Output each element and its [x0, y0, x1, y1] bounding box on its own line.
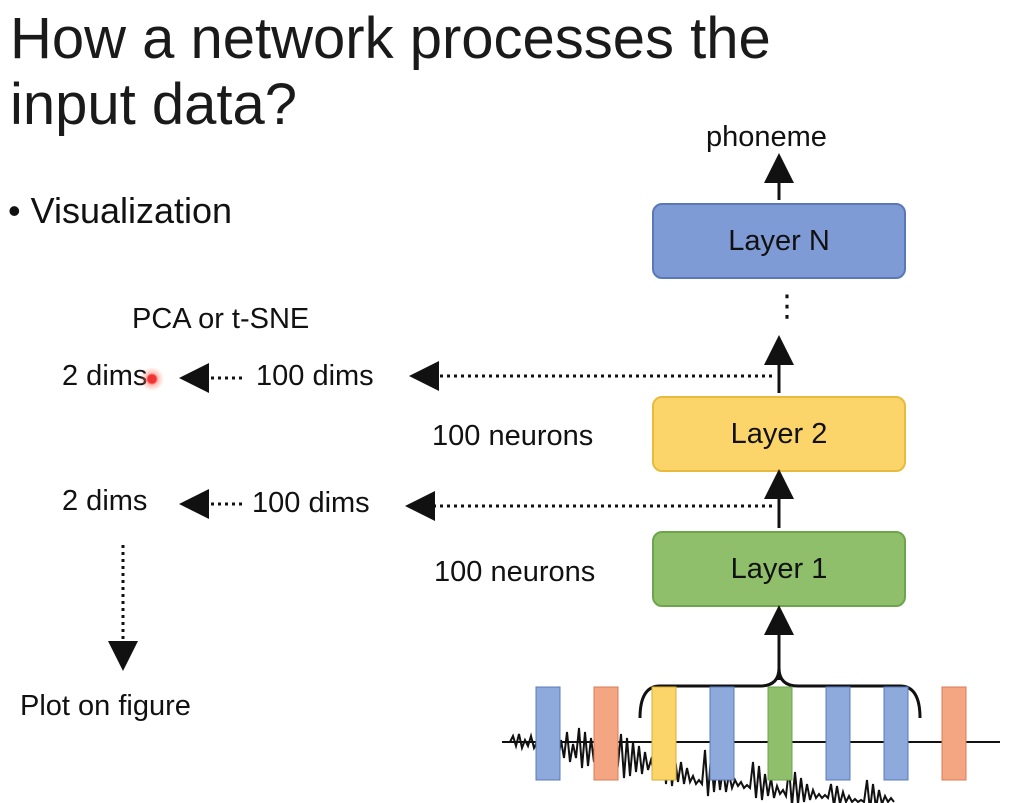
frame-5 [767, 686, 793, 781]
layer-2-box: Layer 2 [652, 396, 906, 472]
high-dims-label-bottom: 100 dims [252, 487, 370, 519]
low-dims-label-top: 2 dims [62, 360, 148, 392]
layer-n-box: Layer N [652, 203, 906, 279]
layer-1-box: Layer 1 [652, 531, 906, 607]
audio-waveform [502, 727, 1000, 803]
low-dims-label-bottom: 2 dims [62, 485, 148, 517]
frame-8 [941, 686, 967, 781]
input-brace [638, 667, 922, 719]
bullet-label: Visualization [30, 190, 233, 231]
input-frames [535, 686, 967, 781]
frame-7 [883, 686, 909, 781]
output-label: phoneme [706, 121, 827, 153]
bullet-item: • Visualization [8, 190, 233, 231]
layer-2-label: Layer 2 [730, 417, 828, 450]
layer-n-label: Layer N [728, 224, 830, 257]
page-title: How a network processes the input data? [10, 6, 771, 137]
layer-2-neurons-label: 100 neurons [432, 420, 594, 452]
laser-pointer [140, 367, 164, 391]
high-dims-label-top: 100 dims [256, 360, 374, 392]
plot-label: Plot on figure [20, 690, 191, 722]
frame-6 [825, 686, 851, 781]
frame-2 [593, 686, 619, 781]
ellipsis-icon: ⋮ [772, 290, 802, 323]
frame-4 [709, 686, 735, 781]
layer-1-neurons-label: 100 neurons [434, 556, 596, 588]
frame-1 [535, 686, 561, 781]
method-label: PCA or t-SNE [132, 303, 310, 335]
frame-3 [651, 686, 677, 781]
layer-1-label: Layer 1 [730, 552, 828, 585]
